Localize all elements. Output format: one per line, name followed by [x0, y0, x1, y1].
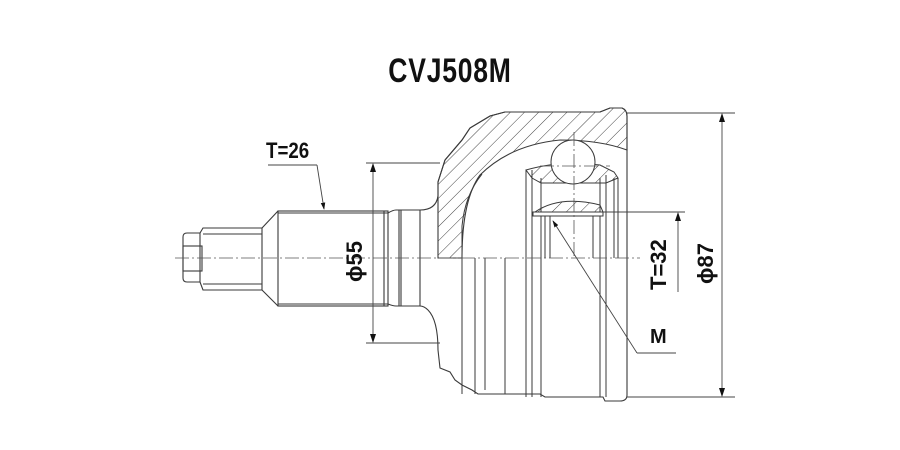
dimension-lines: [268, 112, 735, 398]
shaft-geometry: [182, 107, 628, 402]
centerlines: [175, 132, 640, 259]
label-phi87: ϕ87: [693, 243, 718, 284]
label-m: M: [650, 326, 667, 348]
label-t32: T=32: [646, 239, 671, 290]
part-number-title: CVJ508M: [388, 52, 512, 90]
dimension-arrows: [370, 113, 725, 397]
label-phi55: ϕ55: [342, 241, 367, 282]
label-t26: T=26: [266, 140, 309, 164]
housing-internals: [461, 139, 619, 397]
